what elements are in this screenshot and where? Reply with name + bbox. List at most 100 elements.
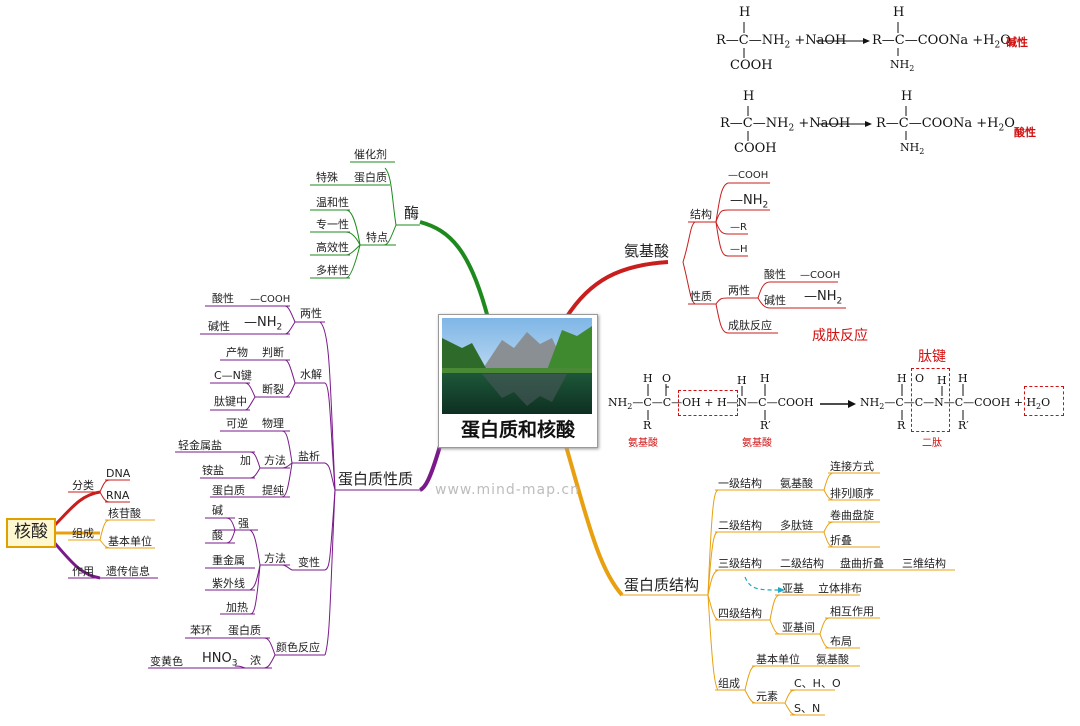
st-chon: C、H、O [794,677,841,690]
pp-cn-bond: C—N键 [214,369,252,382]
enzyme-features: 特点 [366,231,388,244]
pp-uv: 紫外线 [212,577,245,590]
amino-s3: —R [730,222,747,233]
r1-h-top: H [739,5,751,20]
amino-topic[interactable]: 氨基酸 [624,242,670,260]
rx-h5: H [937,374,947,387]
central-topic[interactable]: 蛋白质和核酸 [438,314,598,448]
rx-r3: R [897,419,906,432]
peptide-bond-label: 肽键 [918,349,946,365]
r1-reactant: R—C—NH2 +NaOH [716,33,847,51]
r2-label: 酸性 [1014,126,1036,139]
st-secondary2: 二级结构 [780,557,824,570]
enzyme-special: 特殊 [316,171,338,184]
rx-h6: H [958,372,968,385]
nucleic-classify: 分类 [72,479,94,492]
pp-conc: 浓 [250,654,261,667]
nucleic-rna: RNA [106,489,130,502]
branch-enzyme [419,220,490,319]
st-aa: 氨基酸 [780,477,813,490]
landscape-photo [442,318,592,414]
st-quaternary: 四级结构 [718,607,762,620]
pp-purify: 提纯 [262,484,284,497]
rx-aa-right: 氨基酸 [742,438,772,449]
nucleic-root[interactable]: 核酸 [6,518,56,548]
structure-topic[interactable]: 蛋白质结构 [624,576,700,594]
enzyme-f1: 温和性 [316,196,349,209]
pp-protein: 蛋白质 [212,484,245,497]
st-threed: 三维结构 [902,557,946,570]
rx-box-water [678,390,738,416]
pp-strong: 强 [238,517,249,530]
pp-method: 方法 [264,454,286,467]
amino-s2: —NH2 [730,193,769,211]
st-basic-unit: 基本单位 [756,653,800,666]
pp-color-rxn: 颜色反应 [276,641,320,654]
watermark: www.mind-map.cn [435,482,580,498]
amino-s1: —COOH [728,170,769,181]
enzyme-protein: 蛋白质 [354,171,387,184]
st-connect: 连接方式 [830,460,874,473]
rx-box-bond [911,368,950,432]
st-secondary: 二级结构 [718,519,762,532]
pp-heavy-metal: 重金属 [212,554,245,567]
nucleic-unit: 基本单位 [108,535,152,548]
rx-right: NH2—C—C—N—C—COOH + H2O [860,396,1051,412]
enzyme-f3: 高效性 [316,241,349,254]
rx-r2: R′ [760,419,771,432]
pp-basic: 碱性 [208,320,230,333]
enzyme-topic[interactable]: 酶 [404,204,420,222]
rx-h2: H [737,374,747,387]
rx-h4: H [897,372,907,385]
rx-o2: O [915,372,925,385]
st-layout: 布局 [830,635,852,648]
r1-nh2: NH2 [890,58,915,74]
amino-peptide-rxn: 成肽反应 [728,319,772,332]
pp-cooh: —COOH [250,294,291,305]
st-subunit: 亚基 [782,582,804,595]
pp-product: 产物 [226,346,248,359]
pp-protein2: 蛋白质 [228,624,261,637]
amino-structure: 结构 [690,208,712,221]
rx-dipeptide: 二肽 [922,438,942,449]
r2-nh2: NH2 [900,141,925,157]
pp-hno3: HNO3 [202,651,238,669]
branch-amino [564,260,669,320]
st-fold: 折叠 [830,534,852,547]
st-tertiary: 三级结构 [718,557,762,570]
rx-left: NH2—C—C—OH + H—N—C—COOH [608,396,814,412]
pp-reversible: 可逆 [226,417,248,430]
protein-props-topic[interactable]: 蛋白质性质 [338,470,414,488]
nucleic-dna: DNA [106,467,131,480]
amino-basic: 碱性 [764,294,786,307]
st-coilfold: 盘曲折叠 [840,557,884,570]
pp-benzene: 苯环 [190,624,212,637]
enzyme-catalyst: 催化剂 [354,148,387,161]
pp-add: 加 [240,454,251,467]
pp-acidic: 酸性 [212,292,234,305]
rx-h3: H [760,372,770,385]
pp-cleave: 断裂 [262,383,284,396]
st-arrange: 立体排布 [818,582,862,595]
rx-o1: O [662,372,672,385]
branch-nucleic-class [50,490,101,530]
subunit-arrow [744,576,779,591]
enzyme-f2: 专一性 [316,218,349,231]
pp-peptide-mid: 肽键中 [214,395,247,408]
pp-judge: 判断 [262,346,284,359]
r1-h-top2: H [893,5,905,20]
branch-structure [564,445,624,597]
nucleic-genetic: 遗传信息 [106,565,150,578]
nucleic-compose: 组成 [72,527,94,540]
r2-h-top: H [743,89,755,104]
st-order: 排列顺序 [830,487,874,500]
rx-r4: R′ [958,419,969,432]
branch-nucleic-role [50,538,101,580]
pp-yellow: 变黄色 [150,655,183,668]
pp-salting: 盐析 [298,450,320,463]
st-aa2: 氨基酸 [816,653,849,666]
st-polypeptide: 多肽链 [780,519,813,532]
nucleic-nucleotide: 核苷酸 [108,507,141,520]
st-interact: 相互作用 [830,605,874,618]
